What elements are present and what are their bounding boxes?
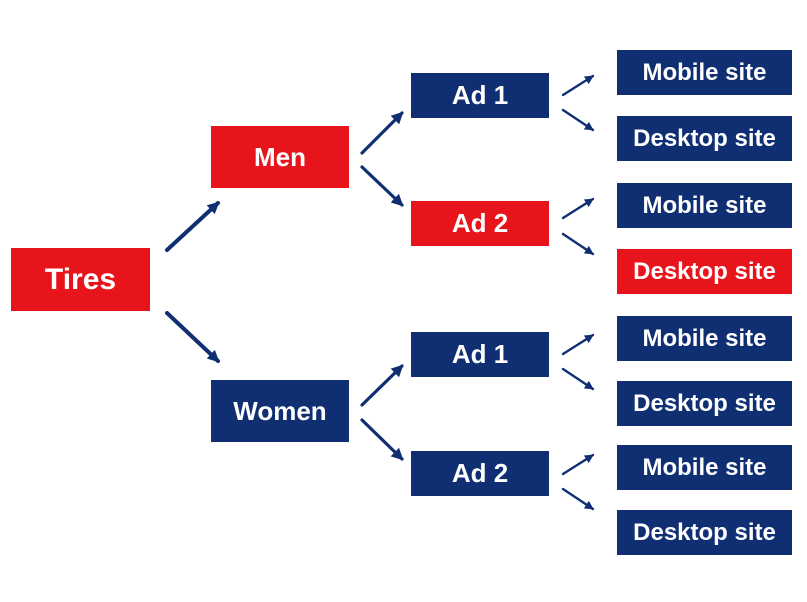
node-women-ad2-mobile: Mobile site xyxy=(617,445,792,490)
arrow-women-to-ad1 xyxy=(360,364,404,407)
node-men-ad1-desktop: Desktop site xyxy=(617,116,792,161)
node-women-ad1-mobile-label: Mobile site xyxy=(642,324,767,352)
arrow-men-to-ad2 xyxy=(360,165,404,207)
arrow-women-ad2-to-mobile xyxy=(561,453,595,476)
arrow-men-ad2-to-desktop xyxy=(561,232,595,256)
arrow-men-ad1-to-mobile xyxy=(561,74,595,97)
arrow-women-ad1-to-mobile xyxy=(561,333,595,356)
node-men-ad2-mobile: Mobile site xyxy=(617,183,792,228)
arrow-men-to-ad1 xyxy=(360,111,404,155)
node-women-ad2-desktop: Desktop site xyxy=(617,510,792,555)
node-men-ad2-mobile-label: Mobile site xyxy=(642,191,767,219)
node-women-ad1-mobile: Mobile site xyxy=(617,316,792,361)
node-women-ad1-desktop: Desktop site xyxy=(617,381,792,426)
node-women-ad2-desktop-label: Desktop site xyxy=(633,518,776,546)
arrow-tires-to-women xyxy=(165,311,220,363)
node-women-ad2: Ad 2 xyxy=(411,451,549,496)
node-men-ad1-label: Ad 1 xyxy=(451,80,509,110)
node-men-ad1-mobile: Mobile site xyxy=(617,50,792,95)
node-men-ad1-desktop-label: Desktop site xyxy=(633,124,776,152)
node-women-ad1-desktop-label: Desktop site xyxy=(633,389,776,417)
node-women-ad2-label: Ad 2 xyxy=(451,458,509,488)
node-tires-label: Tires xyxy=(44,262,117,296)
node-men: Men xyxy=(211,126,349,188)
arrow-tires-to-men xyxy=(165,201,220,252)
node-men-ad1-mobile-label: Mobile site xyxy=(642,58,767,86)
node-men-ad2: Ad 2 xyxy=(411,201,549,246)
node-men-ad2-desktop-label: Desktop site xyxy=(633,257,776,285)
node-men-ad2-desktop: Desktop site xyxy=(617,249,792,294)
node-tires: Tires xyxy=(11,248,150,311)
node-women-label: Women xyxy=(233,395,327,426)
node-women-ad1: Ad 1 xyxy=(411,332,549,377)
arrow-men-ad2-to-mobile xyxy=(561,197,595,220)
arrow-men-ad1-to-desktop xyxy=(561,108,595,132)
node-women-ad1-label: Ad 1 xyxy=(451,339,509,369)
node-men-ad1: Ad 1 xyxy=(411,73,549,118)
arrow-women-ad2-to-desktop xyxy=(561,487,595,511)
node-women: Women xyxy=(211,380,349,442)
node-women-ad2-mobile-label: Mobile site xyxy=(642,453,767,481)
node-men-ad2-label: Ad 2 xyxy=(451,208,509,238)
arrow-women-to-ad2 xyxy=(360,418,404,461)
node-men-label: Men xyxy=(254,141,306,172)
arrow-women-ad1-to-desktop xyxy=(561,367,595,391)
